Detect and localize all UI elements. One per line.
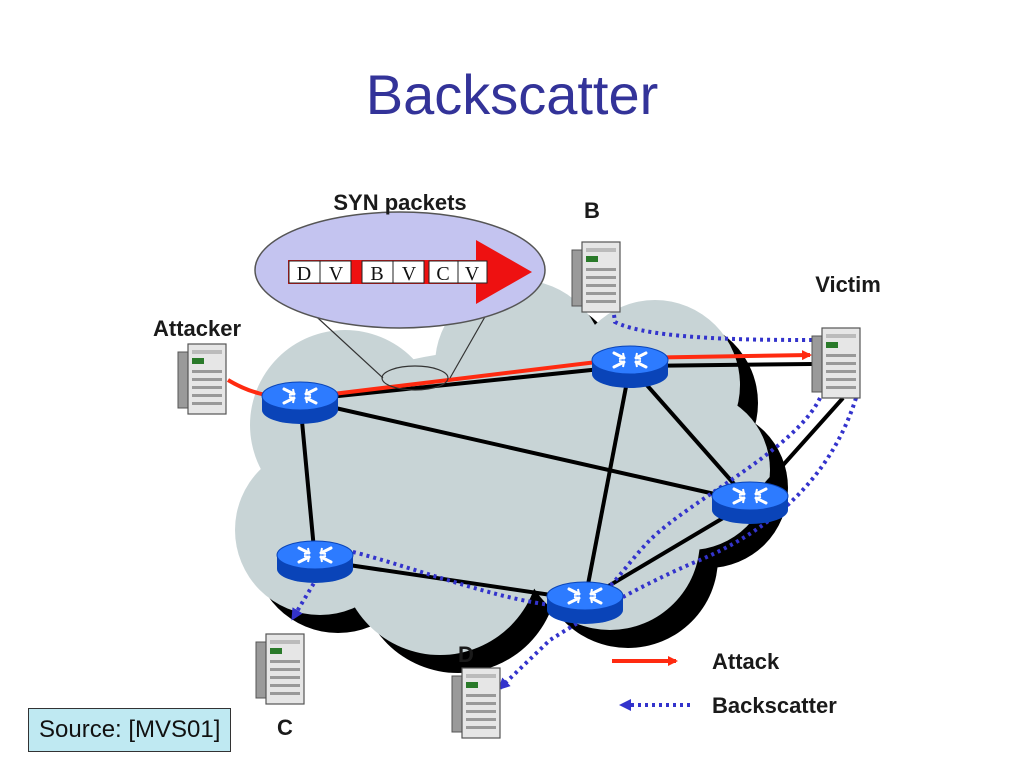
packet-3-dst: C: [436, 263, 449, 285]
attacker-label: Attacker: [153, 316, 241, 341]
router-icon: [710, 480, 790, 526]
packet-3-src: V: [465, 263, 480, 285]
router-icon: [260, 380, 340, 426]
packet-1-src: V: [329, 263, 344, 285]
node-c-label: C: [277, 715, 293, 740]
node-d-label: D: [458, 642, 474, 667]
packet-2-src: V: [402, 263, 417, 285]
syn-packets-callout: D V B V C V: [254, 211, 546, 391]
backscatter-paths: [291, 283, 858, 691]
router-icon: [275, 539, 355, 585]
victim-server-icon: [811, 327, 861, 399]
server-c-icon: [255, 633, 305, 705]
legend-attack-label: Attack: [712, 649, 780, 674]
server-d-icon: [451, 667, 501, 739]
attacker-server-icon: [177, 343, 227, 415]
slide-title: Backscatter: [365, 63, 659, 126]
legend-backscatter-label: Backscatter: [712, 693, 837, 718]
router-icon: [590, 344, 670, 390]
source-citation: Source: [MVS01]: [28, 708, 232, 752]
packet-2-dst: B: [370, 263, 383, 285]
router-icon: [545, 580, 625, 626]
packet-1-dst: D: [297, 263, 311, 285]
node-b-label: B: [584, 198, 600, 223]
server-b-icon: [571, 241, 621, 313]
legend: Attack Backscatter: [612, 649, 837, 718]
victim-label: Victim: [815, 272, 881, 297]
syn-packets-label: SYN packets: [333, 190, 466, 215]
